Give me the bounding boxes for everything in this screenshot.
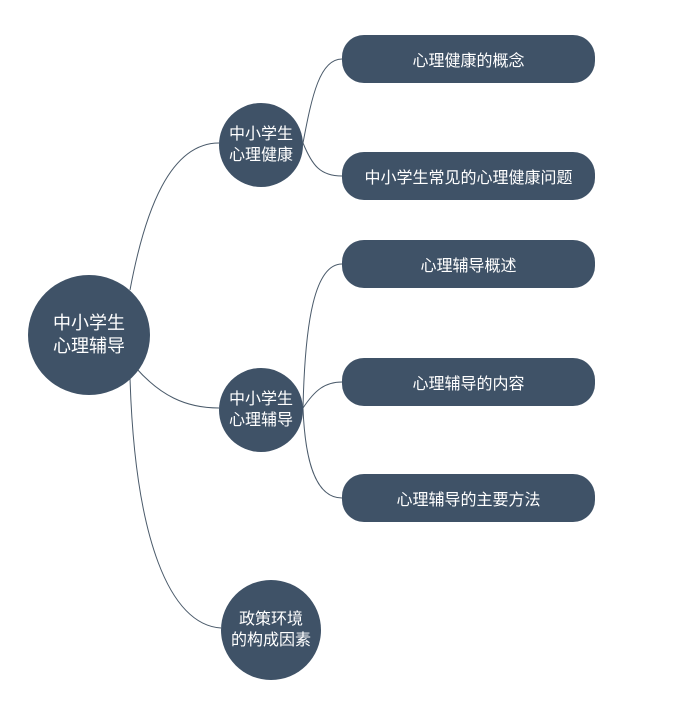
branch-node-counseling: 中小学生 心理辅导 — [219, 368, 303, 452]
root-node: 中小学生 心理辅导 — [28, 275, 150, 395]
connector-branch-1-leaf-1 — [302, 58, 343, 144]
connector-branch-1-leaf-2 — [302, 142, 343, 177]
leaf-node-overview: 心理辅导概述 — [342, 240, 595, 288]
branch-node-policy-environment: 政策环境 的构成因素 — [221, 580, 321, 680]
connector-root-branch-3 — [129, 377, 222, 629]
connector-root-branch-2 — [135, 367, 220, 409]
leaf-node-methods: 心理辅导的主要方法 — [342, 474, 595, 522]
connector-branch-2-leaf-2 — [302, 381, 343, 409]
leaf-node-content: 心理辅导的内容 — [342, 358, 595, 406]
branch-node-mental-health: 中小学生 心理健康 — [219, 103, 303, 187]
leaf-node-common-problems: 中小学生常见的心理健康问题 — [342, 152, 595, 200]
connector-root-branch-1 — [129, 142, 220, 291]
leaf-node-concept: 心理健康的概念 — [342, 35, 595, 83]
connector-branch-2-leaf-3 — [302, 407, 343, 499]
connector-branch-2-leaf-1 — [302, 263, 343, 409]
